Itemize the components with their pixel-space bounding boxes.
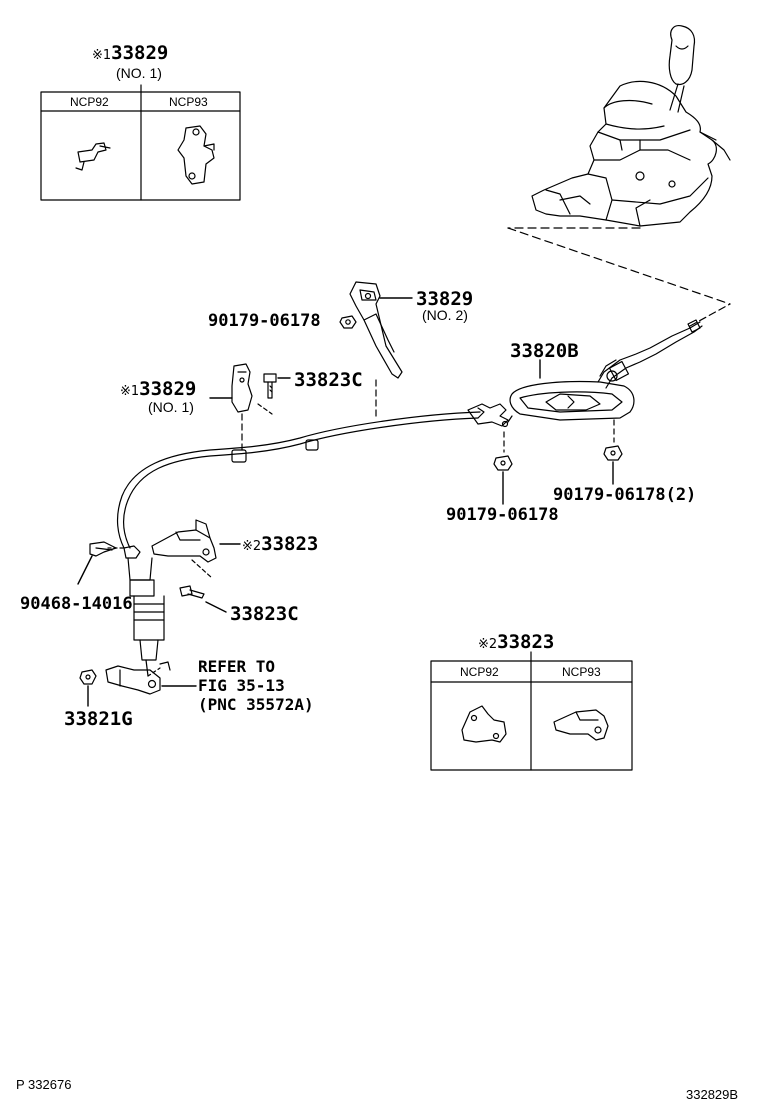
label-bracket-lower-mark: ※2 — [242, 539, 262, 554]
label-bolt-lower: 33823C — [230, 603, 299, 625]
inset-top-sub: (NO. 1) — [116, 65, 162, 81]
label-nut-right: 90179-06178(2) — [553, 485, 697, 505]
bracket-no1 — [209, 363, 253, 453]
label-bracket-lower: ※233823 — [242, 535, 318, 554]
inset-top-bracket-ncp92 — [75, 142, 111, 171]
label-bracket-lower-part: 33823 — [261, 533, 319, 555]
label-nut-center: 90179-06178 — [446, 505, 559, 525]
inset-top-part-no: 33829 — [111, 42, 169, 64]
label-bracket-no2: 33829 — [416, 288, 474, 310]
nut-33821g — [79, 669, 97, 707]
inset-table-top — [40, 84, 241, 201]
label-bracket-no1-part: 33829 — [139, 378, 197, 400]
bracket-no2 — [339, 281, 413, 421]
label-bracket-no1: ※133829 — [120, 380, 196, 399]
label-shift-lever-assy: 33820B — [510, 340, 579, 362]
nut-center — [493, 431, 513, 505]
label-bolt-upper: 33823C — [294, 369, 363, 391]
label-bracket-no1-sub: (NO. 1) — [148, 399, 194, 415]
inset-bottom-part-no: 33823 — [497, 631, 555, 653]
bolt-lower — [179, 585, 227, 613]
inset-table-bottom — [430, 651, 633, 771]
inset-bottom-bracket-ncp92 — [461, 705, 507, 743]
inset-bottom-mark: ※2 — [478, 637, 498, 652]
label-refer-line3: (PNC 35572A) — [198, 695, 314, 714]
projection-line-housing — [507, 227, 731, 305]
label-nut-upper: 90179-06178 — [208, 311, 321, 331]
inset-top-title: ※133829 — [92, 44, 168, 63]
inset-bottom-col-ncp92: NCP92 — [460, 665, 499, 679]
inset-top-mark: ※1 — [92, 48, 112, 63]
shift-lever-housing — [531, 25, 731, 227]
label-retainer: 33821G — [64, 708, 133, 730]
label-bracket-no2-sub: (NO. 2) — [422, 307, 468, 323]
footer-page-ref: P 332676 — [16, 1077, 72, 1092]
label-bracket-no1-mark: ※1 — [120, 384, 140, 399]
clip — [77, 541, 125, 585]
label-refer-line2: FIG 35-13 — [198, 676, 285, 695]
inset-bottom-col-ncp93: NCP93 — [562, 665, 601, 679]
cable-end-link — [105, 661, 197, 695]
label-refer-line1: REFER TO — [198, 657, 276, 676]
shift-cable — [116, 403, 513, 677]
bolt-upper — [257, 373, 291, 415]
bracket-lower — [151, 519, 241, 579]
shift-lever-base — [509, 303, 731, 421]
label-clip: 90468-14016 — [20, 594, 133, 614]
inset-top-bracket-ncp93 — [177, 125, 215, 185]
nut-right — [603, 419, 623, 485]
inset-bottom-bracket-ncp93 — [553, 709, 609, 741]
inset-top-col-ncp93: NCP93 — [169, 95, 208, 109]
footer-figure-code: 332829B — [686, 1087, 739, 1102]
inset-bottom-title: ※233823 — [478, 633, 554, 652]
inset-top-col-ncp92: NCP92 — [70, 95, 109, 109]
